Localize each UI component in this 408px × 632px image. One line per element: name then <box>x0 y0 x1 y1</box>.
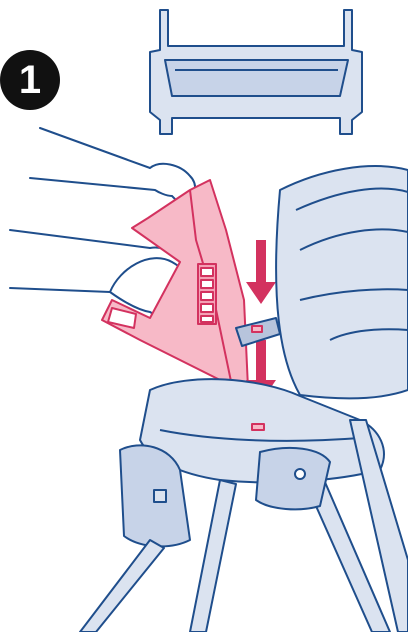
tray-insert-icon <box>150 10 362 134</box>
high-chair-illustration <box>80 166 408 632</box>
step-number: 1 <box>19 58 41 103</box>
step-number-badge: 1 <box>0 50 60 110</box>
